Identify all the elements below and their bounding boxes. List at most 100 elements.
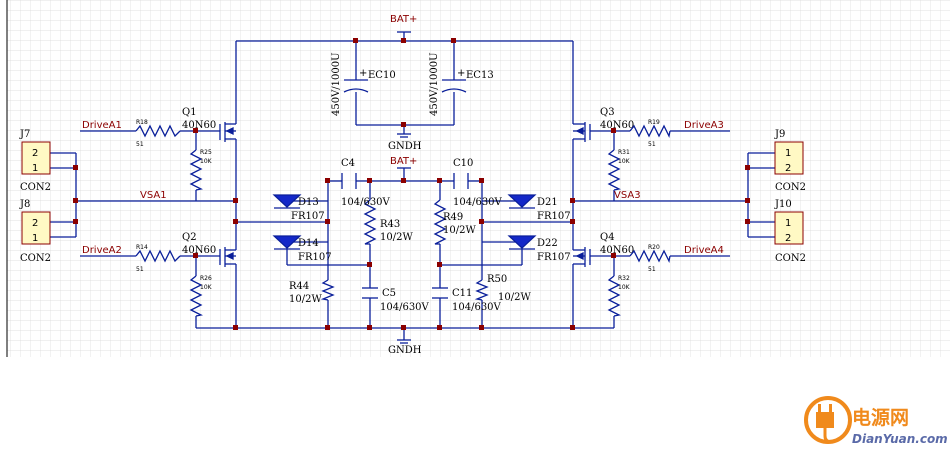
j8-connector: 2 1	[21, 211, 51, 245]
net-label-vsa1: VSA1	[140, 190, 167, 201]
d21-ref: D21	[537, 197, 558, 208]
r43-value: 10/2W	[380, 232, 413, 243]
junction-dots	[73, 38, 750, 330]
svg-text:+: +	[457, 68, 465, 79]
d22-diode-symbol	[507, 235, 537, 250]
r49-value: 10/2W	[443, 225, 476, 236]
r20-value: 51	[648, 266, 656, 273]
r18-value: 51	[136, 141, 144, 148]
q1-ref: Q1	[182, 107, 197, 118]
ec13-ref: EC13	[466, 70, 494, 81]
net-label-drive-a1: DriveA1	[82, 120, 122, 131]
c10-value: 104/630V	[453, 197, 503, 208]
ec10-capacitor-symbol: +	[343, 68, 369, 93]
q2-mosfet-symbol	[219, 247, 237, 274]
r26-value: 10K	[200, 284, 213, 291]
r26-ref: R26	[200, 275, 212, 282]
q2-value: 40N60	[182, 245, 216, 256]
r32-value: 10K	[618, 284, 631, 291]
r32-ref: R32	[618, 275, 630, 282]
j7-type: CON2	[20, 182, 51, 193]
net-label-bat-mid: BAT+	[390, 156, 417, 167]
j8-pin-top: 2	[32, 218, 38, 229]
d13-ref: D13	[298, 197, 319, 208]
pulldown-and-snubber-resistors	[189, 149, 621, 317]
r18-ref: R18	[136, 119, 148, 126]
ec13-capacitor-symbol: +	[441, 68, 467, 93]
q4-mosfet-symbol	[572, 247, 591, 274]
j10-pin-bottom: 2	[785, 233, 791, 244]
j9-pin-top: 1	[785, 148, 791, 159]
j8-ref: J8	[19, 199, 30, 210]
q3-value: 40N60	[600, 120, 634, 131]
snubber-capacitors	[341, 173, 469, 299]
d14-value: FR107	[298, 252, 332, 263]
r31-value: 10K	[618, 158, 631, 165]
j7-pin-top: 2	[32, 148, 38, 159]
j9-type: CON2	[775, 182, 806, 193]
r44-ref: R44	[289, 281, 309, 292]
j8-pin-bottom: 1	[32, 233, 38, 244]
c10-ref: C10	[453, 158, 473, 169]
j9-connector: 1 2	[774, 141, 804, 175]
c5-value: 104/630V	[380, 302, 430, 313]
j10-type: CON2	[775, 253, 806, 264]
r14-ref: R14	[136, 244, 148, 251]
j10-connector: 1 2	[774, 211, 804, 245]
r25-value: 10K	[200, 158, 213, 165]
dianyuan-logo	[804, 396, 852, 444]
q4-ref: Q4	[600, 232, 615, 243]
r50-ref: R50	[487, 274, 507, 285]
r43-ref: R43	[380, 219, 400, 230]
r19-value: 51	[648, 141, 656, 148]
schematic-grid	[7, 0, 950, 357]
r31-ref: R31	[618, 149, 630, 156]
c4-value: 104/630V	[341, 197, 391, 208]
j8-type: CON2	[20, 253, 51, 264]
q3-ref: Q3	[600, 107, 615, 118]
net-label-drive-a3: DriveA3	[684, 120, 724, 131]
r25-ref: R25	[200, 149, 212, 156]
r50-value: 10/2W	[498, 292, 531, 303]
net-label-drive-a2: DriveA2	[82, 245, 122, 256]
r19-ref: R19	[648, 119, 660, 126]
d22-ref: D22	[537, 238, 558, 249]
power-symbols	[397, 31, 411, 344]
logo-brand-cn: 电源网	[852, 406, 909, 429]
q1-value: 40N60	[182, 120, 216, 131]
r44-value: 10/2W	[289, 294, 322, 305]
c11-ref: C11	[452, 288, 472, 299]
j9-pin-bottom: 2	[785, 163, 791, 174]
d14-diode-symbol	[272, 235, 302, 250]
r49-ref: R49	[443, 212, 463, 223]
ec10-ref: EC10	[368, 70, 396, 81]
c5-ref: C5	[382, 288, 396, 299]
q1-mosfet-symbol	[219, 118, 237, 144]
gate-resistors	[135, 124, 671, 263]
j10-pin-top: 1	[785, 218, 791, 229]
ec10-value: 450V/1000U	[331, 52, 342, 116]
q4-value: 40N60	[600, 245, 634, 256]
net-label-drive-a4: DriveA4	[684, 245, 724, 256]
d21-value: FR107	[537, 211, 571, 222]
q2-ref: Q2	[182, 232, 197, 243]
j7-ref: J7	[19, 129, 30, 140]
d21-diode-symbol	[507, 194, 537, 209]
r14-value: 51	[136, 266, 144, 273]
j9-ref: J9	[774, 129, 785, 140]
r20-ref: R20	[648, 244, 660, 251]
net-label-bat-top: BAT+	[390, 14, 417, 25]
net-label-vsa3: VSA3	[614, 190, 641, 201]
j7-pin-bottom: 1	[32, 163, 38, 174]
d14-ref: D14	[298, 238, 319, 249]
net-label-gnd-top: GNDH	[388, 141, 422, 152]
q3-mosfet-symbol	[572, 118, 591, 144]
d22-value: FR107	[537, 252, 571, 263]
ec13-value: 450V/1000U	[429, 52, 440, 116]
j10-ref: J10	[774, 199, 792, 210]
j7-connector: 2 1	[21, 141, 51, 175]
net-label-gnd-bottom: GNDH	[388, 345, 422, 356]
c11-value: 104/630V	[452, 302, 502, 313]
d13-value: FR107	[291, 211, 325, 222]
